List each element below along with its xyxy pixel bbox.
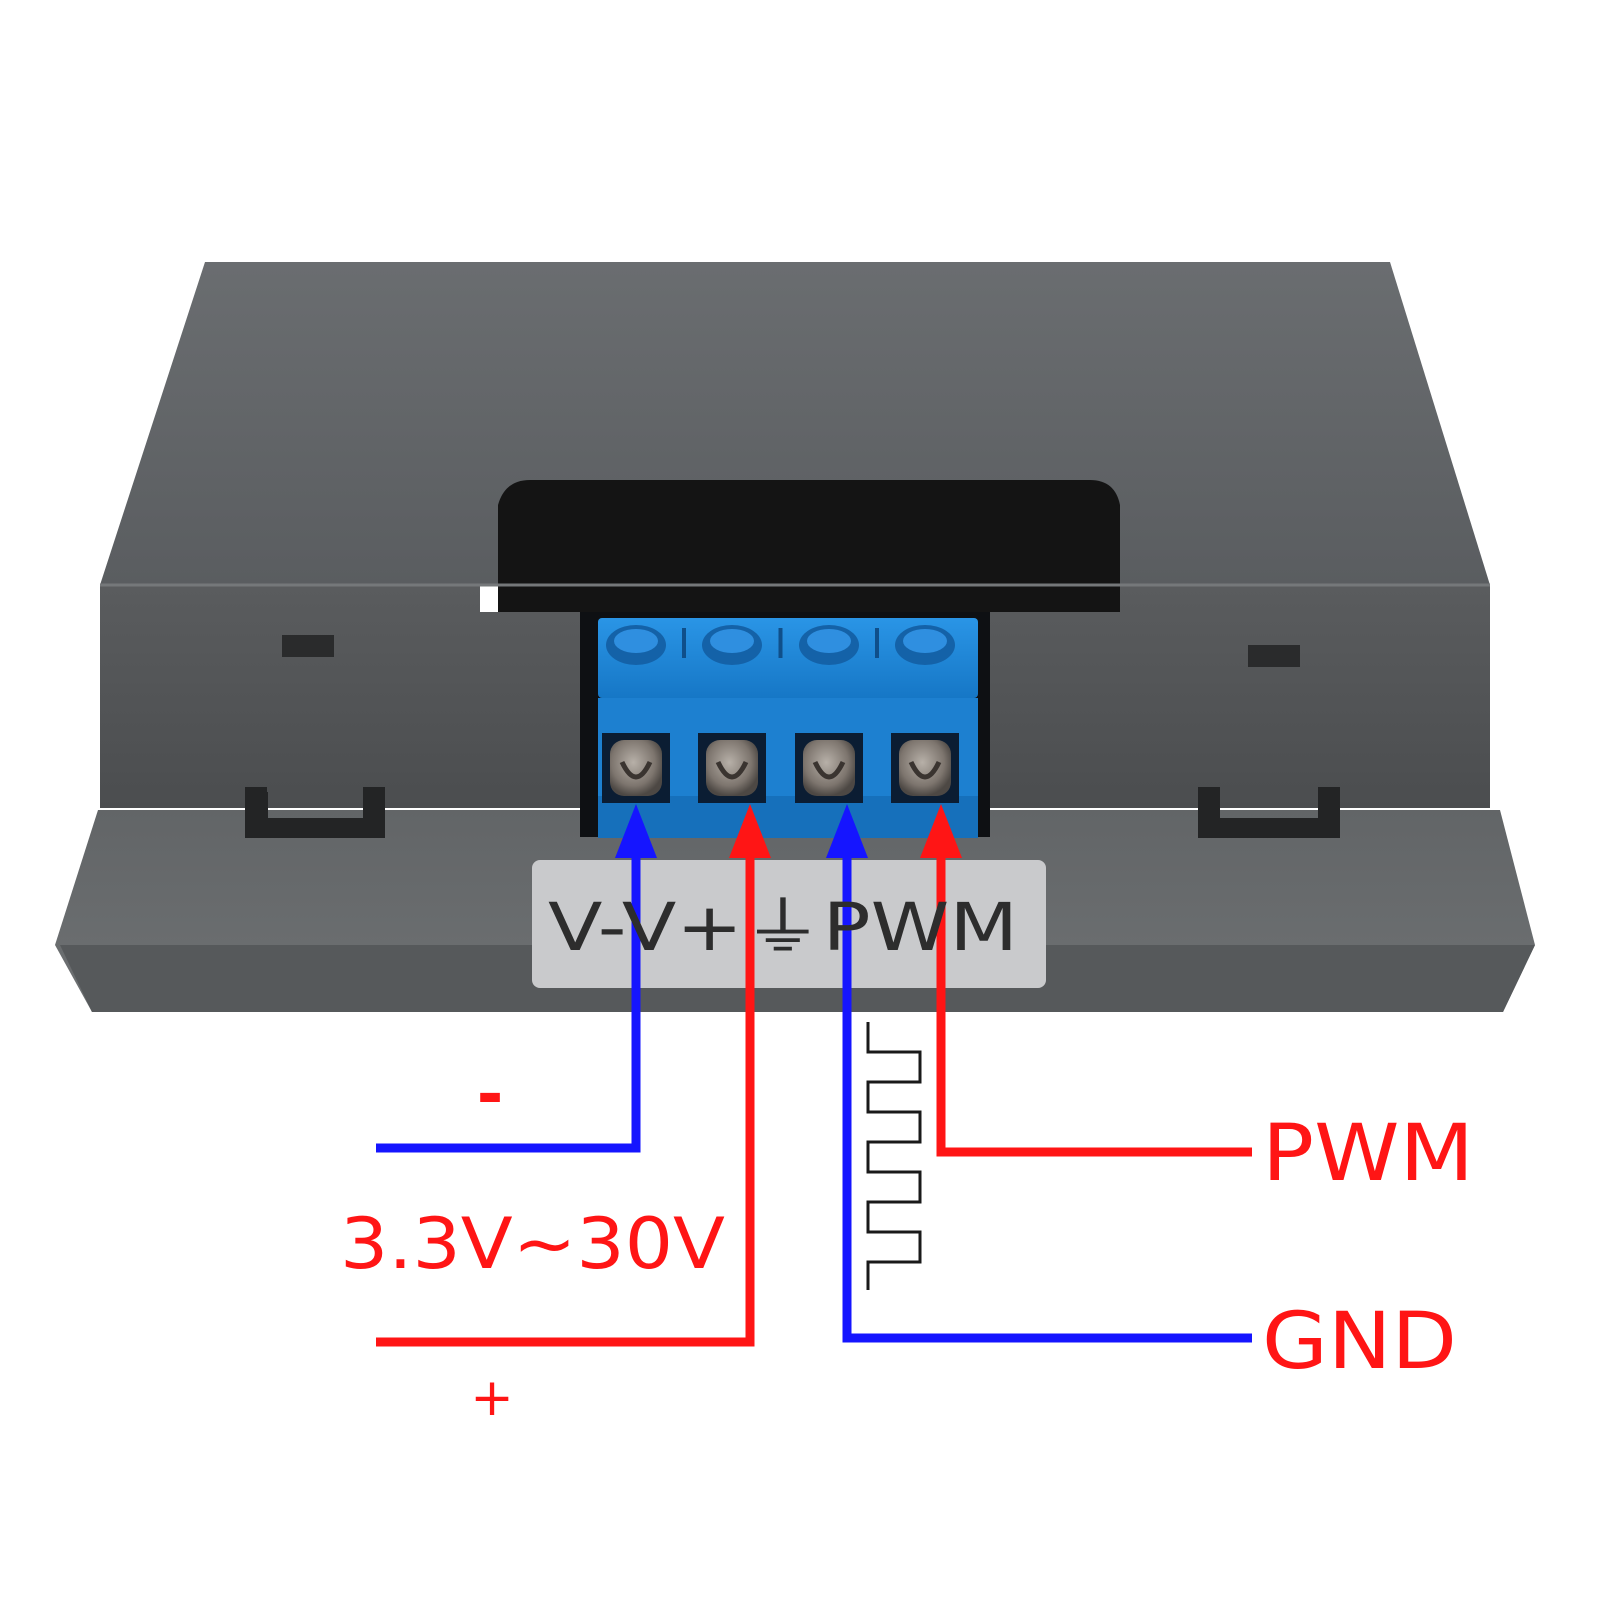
terminal-divider bbox=[778, 628, 783, 658]
voltage-range-label: 3.3V~30V bbox=[340, 1203, 725, 1285]
wire-negative bbox=[376, 838, 641, 1153]
wire-positive bbox=[376, 838, 755, 1347]
wires bbox=[376, 804, 1252, 1347]
arrow-positive bbox=[729, 804, 771, 858]
terminal-4 bbox=[891, 625, 959, 803]
clip-slot-right bbox=[1248, 645, 1300, 667]
terminal-label-plate bbox=[532, 860, 1046, 988]
pwm-label: PWM bbox=[1262, 1109, 1474, 1199]
terminal-divider bbox=[875, 628, 879, 658]
terminal-block bbox=[598, 618, 978, 838]
device-case bbox=[55, 262, 1535, 1012]
case-front-right bbox=[990, 585, 1490, 808]
plus-label: + bbox=[470, 1368, 514, 1428]
latch-right bbox=[1198, 792, 1340, 838]
case-front-left bbox=[100, 585, 580, 808]
minus-label: - bbox=[477, 1058, 504, 1132]
arrow-negative bbox=[615, 804, 657, 858]
arrow-pwm bbox=[920, 804, 962, 858]
terminal-divider bbox=[682, 628, 686, 658]
arrow-gnd bbox=[826, 804, 868, 858]
wire-pwm bbox=[936, 838, 1252, 1157]
case-top bbox=[100, 262, 1490, 585]
latch-left bbox=[245, 792, 385, 838]
terminal-2 bbox=[698, 625, 766, 803]
case-recess bbox=[498, 480, 1120, 612]
clip-slot-left bbox=[282, 635, 334, 657]
gnd-label: GND bbox=[1262, 1297, 1457, 1387]
terminal-1 bbox=[602, 625, 670, 803]
terminal-label-text: V-V+⏚PWM bbox=[548, 889, 1018, 966]
square-wave-icon bbox=[866, 1022, 922, 1290]
terminal-3 bbox=[795, 625, 863, 803]
wire-gnd bbox=[842, 838, 1252, 1343]
